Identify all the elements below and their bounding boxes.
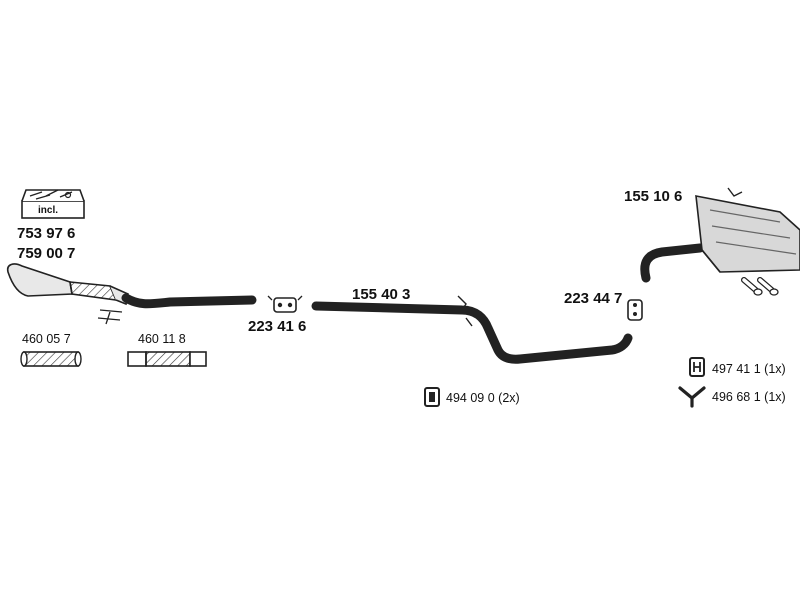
clamp-223447[interactable] — [627, 299, 643, 321]
part-label-460057: 460 05 7 — [22, 332, 71, 346]
flex-pipe-460057[interactable] — [20, 351, 82, 367]
rear-silencer-155106[interactable] — [640, 187, 800, 296]
part-label-753976: 753 97 6 — [17, 225, 76, 242]
kit-box-icon[interactable] — [21, 189, 85, 219]
part-label-223447: 223 44 7 — [564, 290, 623, 307]
accessory-number: 494 09 0 — [446, 391, 495, 405]
accessory-496681: 496 68 1 (1x) — [712, 391, 786, 404]
part-label-223416: 223 41 6 — [248, 318, 307, 335]
part-label-155106: 155 10 6 — [624, 188, 683, 205]
accessory-qty: (1x) — [764, 390, 786, 404]
part-label-460118: 460 11 8 — [138, 332, 186, 346]
kit-box-label: incl. — [38, 205, 59, 216]
catalytic-converter-front-pipe[interactable] — [6, 263, 257, 325]
mounting-kit-494090-icon[interactable] — [424, 387, 440, 407]
mounting-kit-497411-icon[interactable] — [689, 357, 705, 377]
accessory-qty: (2x) — [498, 391, 520, 405]
hanger-496681-icon[interactable] — [678, 386, 706, 408]
accessory-494090: 494 09 0 (2x) — [446, 392, 520, 405]
accessory-qty: (1x) — [764, 362, 786, 376]
flex-pipe-460118[interactable] — [127, 351, 207, 367]
part-label-759007: 759 00 7 — [17, 245, 76, 262]
clamp-223416[interactable] — [267, 295, 303, 313]
accessory-497411: 497 41 1 (1x) — [712, 363, 786, 376]
middle-pipe-155403[interactable] — [311, 295, 633, 364]
accessory-number: 497 41 1 — [712, 362, 761, 376]
part-label-155403: 155 40 3 — [352, 286, 411, 303]
accessory-number: 496 68 1 — [712, 390, 761, 404]
